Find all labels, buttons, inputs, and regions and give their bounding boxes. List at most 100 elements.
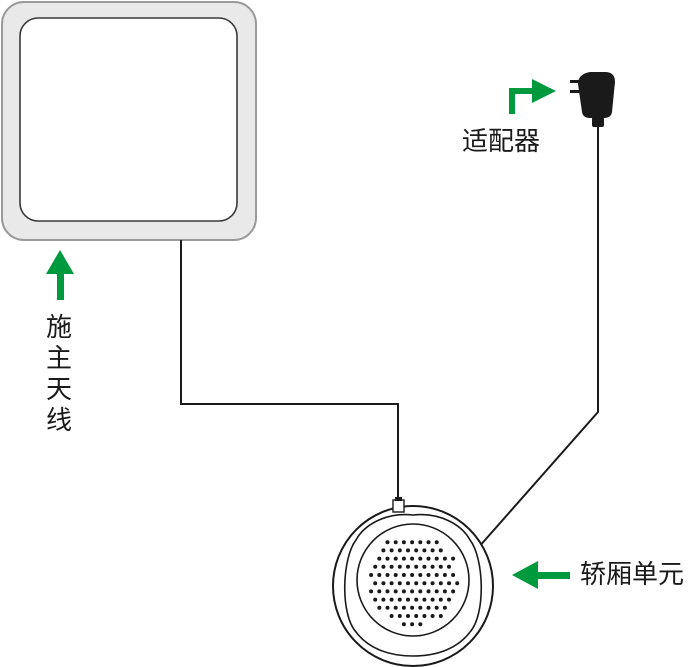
grille-hole <box>389 548 394 553</box>
grille-hole <box>373 581 378 586</box>
grille-hole <box>393 540 398 545</box>
grille-hole <box>414 548 419 553</box>
grille-hole <box>406 548 410 553</box>
antenna-cable <box>180 240 399 503</box>
grille-hole <box>373 597 378 602</box>
grille-hole <box>426 573 431 577</box>
grille-hole <box>369 573 374 577</box>
grille-hole <box>389 581 394 586</box>
grille-hole <box>422 597 427 602</box>
grille-hole <box>377 589 382 594</box>
grille-hole <box>401 605 406 610</box>
grille-hole <box>369 589 374 594</box>
grille-hole <box>410 573 415 577</box>
grille-hole <box>401 589 406 594</box>
grille-hole <box>385 589 390 594</box>
grille-hole <box>430 597 435 602</box>
grille-hole <box>373 564 378 569</box>
grille-hole <box>393 589 398 594</box>
grille-hole <box>430 548 435 553</box>
antenna-arrow-icon <box>46 250 74 300</box>
adapter-cable <box>477 127 599 549</box>
grille-hole <box>401 573 406 577</box>
grille-hole <box>406 614 410 618</box>
speaker-grille <box>369 540 460 627</box>
grille-hole <box>410 589 415 594</box>
grille-hole <box>455 581 460 586</box>
grille-hole <box>377 605 382 610</box>
grille-hole <box>397 548 402 553</box>
grille-hole <box>434 573 439 577</box>
grille-hole <box>401 622 406 627</box>
speaker-unit-icon <box>332 497 494 667</box>
grille-hole <box>430 614 435 618</box>
grille-hole <box>397 597 402 602</box>
grille-hole <box>438 614 443 618</box>
grille-hole <box>393 573 398 577</box>
grille-hole <box>397 581 402 586</box>
grille-hole <box>381 581 386 586</box>
grille-hole <box>447 581 451 586</box>
grille-hole <box>401 556 406 561</box>
grille-hole <box>426 556 431 561</box>
grille-hole <box>410 540 415 545</box>
grille-hole <box>438 548 443 553</box>
grille-hole <box>389 614 394 618</box>
grille-hole <box>442 605 447 610</box>
grille-hole <box>418 540 423 545</box>
grille-hole <box>422 614 427 618</box>
grille-hole <box>438 564 443 569</box>
grille-hole <box>451 556 456 561</box>
adapter-arrow-icon <box>509 79 556 114</box>
grille-hole <box>397 564 402 569</box>
grille-hole <box>397 614 402 618</box>
adapter-label: 适配器 <box>462 127 541 157</box>
grille-hole <box>406 581 410 586</box>
grille-hole <box>422 564 427 569</box>
grille-hole <box>414 597 419 602</box>
car-unit-arrow-icon <box>512 561 570 589</box>
grille-hole <box>418 589 423 594</box>
grille-hole <box>393 605 398 610</box>
grille-hole <box>414 564 419 569</box>
grille-hole <box>385 605 390 610</box>
grille-hole <box>410 605 415 610</box>
grille-hole <box>389 597 394 602</box>
grille-hole <box>430 581 435 586</box>
grille-hole <box>381 548 386 553</box>
grille-hole <box>418 556 423 561</box>
power-adapter-icon <box>570 72 615 127</box>
grille-hole <box>414 581 419 586</box>
grille-hole <box>442 573 447 577</box>
grille-hole <box>422 581 427 586</box>
grille-hole <box>401 540 406 545</box>
grille-hole <box>426 589 431 594</box>
grille-hole <box>410 622 415 627</box>
grille-hole <box>385 573 390 577</box>
grille-hole <box>418 605 423 610</box>
grille-hole <box>426 605 431 610</box>
grille-hole <box>451 589 456 594</box>
grille-hole <box>426 540 431 545</box>
grille-hole <box>377 573 382 577</box>
grille-hole <box>422 548 427 553</box>
grille-hole <box>381 597 386 602</box>
grille-hole <box>385 556 390 561</box>
antenna-panel-icon <box>1 1 257 241</box>
grille-hole <box>406 597 410 602</box>
grille-hole <box>438 581 443 586</box>
grille-hole <box>377 556 382 561</box>
grille-hole <box>414 614 419 618</box>
grille-hole <box>430 564 435 569</box>
grille-hole <box>418 573 423 577</box>
grille-hole <box>393 556 398 561</box>
grille-hole <box>418 622 423 627</box>
grille-hole <box>406 564 410 569</box>
grille-hole <box>434 540 439 545</box>
grille-hole <box>389 564 394 569</box>
grille-hole <box>385 540 390 545</box>
grille-hole <box>410 556 415 561</box>
grille-hole <box>381 564 386 569</box>
grille-hole <box>447 597 451 602</box>
